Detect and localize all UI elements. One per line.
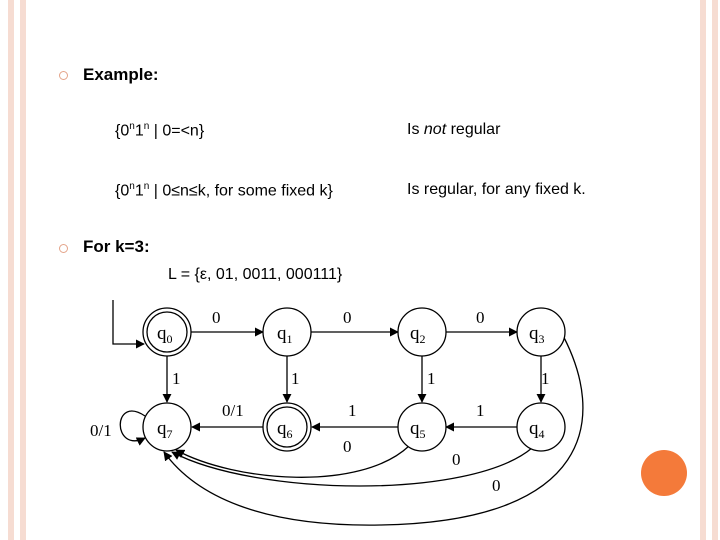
regular-statement: Is regular, for any fixed k. — [407, 181, 586, 198]
label-q5-q7: 0 — [343, 437, 352, 456]
state-label-q3: q3 — [529, 323, 545, 346]
state-q3 — [516, 307, 566, 357]
label-q0-q1: 0 — [212, 308, 221, 327]
state-label-q7: q7 — [157, 418, 173, 441]
decorative-orange-circle — [641, 450, 687, 496]
edge-q5-q7 — [175, 445, 410, 478]
state-q4 — [516, 402, 566, 452]
edge-q7-self — [119, 410, 146, 446]
k3-heading: For k=3: — [83, 237, 150, 256]
left-border-stripe-inner — [20, 0, 26, 540]
state-label-q4: q4 — [529, 418, 545, 441]
label-q5-q6: 1 — [348, 401, 357, 420]
state-q1 — [262, 307, 312, 357]
example-heading: Example: — [83, 65, 159, 84]
right-border-stripe — [700, 0, 706, 540]
label-q3-q4: 1 — [541, 369, 550, 388]
start-arrow — [112, 300, 145, 349]
state-q5 — [397, 402, 447, 452]
state-label-q1: q1 — [277, 323, 293, 346]
state-q7 — [142, 402, 192, 452]
label-q4-q7: 0 — [452, 450, 461, 469]
language-set-L: L = {ε, 01, 0011, 000111} — [168, 266, 343, 283]
label-q3-q7: 0 — [492, 476, 501, 495]
edge-q3-q7 — [163, 329, 584, 526]
bullet-icon — [59, 71, 68, 80]
state-q2 — [397, 307, 447, 357]
state-label-q0: q0 — [157, 323, 173, 346]
label-q1-q2: 0 — [343, 308, 352, 327]
label-q4-q5: 1 — [476, 401, 485, 420]
edge-q4-q7 — [171, 447, 533, 487]
label-q2-q5: 1 — [427, 369, 436, 388]
state-label-q5: q5 — [410, 418, 426, 441]
nonregular-statement: Is not regular — [407, 121, 501, 138]
label-q7-self: 0/1 — [90, 421, 112, 440]
label-q0-q7: 1 — [172, 369, 181, 388]
state-label-q6: q6 — [277, 418, 293, 441]
language-bounded: {0n1n | 0≤n≤k, for some fixed k} — [115, 181, 333, 200]
right-border-stripe-outer — [712, 0, 718, 540]
state-label-q2: q2 — [410, 323, 426, 346]
label-q2-q3: 0 — [476, 308, 485, 327]
bullet-icon — [59, 244, 68, 253]
label-q1-q6: 1 — [291, 369, 300, 388]
label-q6-q7: 0/1 — [222, 401, 244, 420]
left-border-stripe — [8, 0, 14, 540]
language-nonregular: {0n1n | 0=<n} — [115, 121, 205, 140]
